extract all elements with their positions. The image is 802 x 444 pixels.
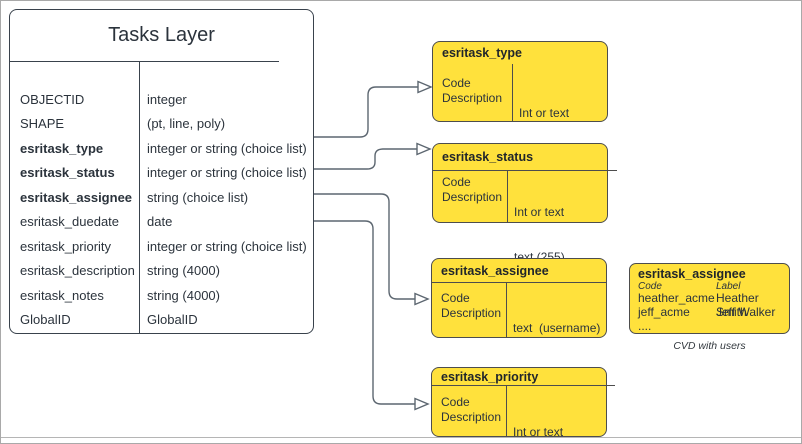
cvd-row: ....: [638, 319, 785, 333]
title-divider: [431, 282, 607, 283]
field-name: esritask_type: [20, 140, 104, 156]
domain-cell: Code: [442, 76, 471, 90]
domain-table-esritask-type[interactable]: esritask_type Code Description Int or te…: [432, 41, 608, 165]
arrowhead-icon: [417, 80, 433, 94]
title-divider: [10, 61, 279, 62]
field-name: esritask_duedate: [20, 214, 120, 230]
domain-cell: Description: [441, 306, 502, 320]
domain-cell: Description: [441, 410, 502, 424]
field-name: SHAPE: [20, 116, 65, 132]
field-row-esritask-priority: esritask_priority integer or string (choi…: [10, 234, 313, 259]
column-divider: [506, 282, 507, 338]
cvd-title: esritask_assignee: [638, 267, 746, 281]
domain-title: esritask_status: [442, 150, 534, 164]
cvd-header-label: Label: [716, 281, 741, 292]
cvd-row: jeff_acme Jeff Walker: [638, 305, 785, 319]
field-row-shape: SHAPE (pt, line, poly): [10, 112, 313, 137]
field-type: integer or string (choice list): [147, 238, 307, 254]
field-row-esritask-type: esritask_type integer or string (choice l…: [10, 136, 313, 161]
domain-title: esritask_assignee: [441, 263, 549, 278]
field-name: esritask_assignee: [20, 189, 133, 205]
field-type: string (4000): [147, 287, 220, 303]
field-name: esritask_description: [20, 263, 135, 279]
field-name: OBJECTID: [20, 91, 85, 107]
field-name: GlobalID: [20, 312, 71, 328]
domain-cell: Code: [442, 175, 471, 189]
cvd-label: [716, 319, 785, 333]
field-type: string (4000): [147, 263, 220, 279]
canvas-bottom-edge: [1, 437, 801, 438]
domain-cell: Int or text: [519, 106, 570, 120]
domain-cell: Code: [441, 395, 470, 409]
domain-table-esritask-assignee[interactable]: esritask_assignee Code Description text …: [431, 258, 607, 380]
cvd-code: jeff_acme: [638, 305, 690, 319]
connector-esritask-type[interactable]: [314, 80, 433, 138]
field-type: GlobalID: [147, 312, 198, 328]
tasks-layer-table[interactable]: Tasks Layer OBJECTID integer SHAPE (pt, li…: [9, 9, 314, 334]
field-row-esritask-duedate: esritask_duedate date: [10, 210, 313, 235]
cvd-row: heather_acme Heather Smith: [638, 291, 785, 319]
domain-table-esritask-status[interactable]: esritask_status Code Description Int or …: [432, 143, 617, 264]
arrowhead-icon: [414, 397, 430, 411]
field-type: (pt, line, poly): [147, 116, 226, 132]
table-title: Tasks Layer: [108, 24, 215, 46]
domain-cell: Description: [442, 190, 503, 204]
cvd-label: Heather Smith: [716, 291, 759, 319]
connector-esritask-status[interactable]: [314, 142, 432, 170]
title-divider: [432, 170, 617, 171]
arrowhead-icon: [414, 292, 430, 306]
field-row-globalid: GlobalID GlobalID: [10, 308, 313, 333]
field-type: date: [147, 214, 173, 230]
column-divider: [506, 385, 507, 437]
domain-title: esritask_type: [442, 46, 522, 60]
cvd-label: Jeff Walker: [716, 305, 776, 319]
column-divider: [507, 170, 508, 223]
field-type: integer: [147, 91, 187, 107]
field-type: integer or string (choice list): [147, 140, 307, 156]
domain-cell: Int or text: [514, 205, 565, 219]
field-name: esritask_priority: [20, 238, 112, 254]
domain-cell: Int or text: [513, 425, 564, 439]
cvd-table-esritask-assignee[interactable]: esritask_assignee Code Label heather_acm…: [629, 263, 790, 334]
cvd-header-code: Code: [638, 281, 662, 292]
field-type: integer or string (choice list): [147, 165, 307, 181]
field-name: esritask_notes: [20, 287, 104, 303]
connector-esritask-priority[interactable]: [314, 220, 430, 411]
cvd-caption: CVD with users: [673, 340, 746, 352]
domain-title: esritask_priority: [441, 369, 539, 384]
domain-cell: text (username): [513, 321, 601, 335]
domain-table-esritask-priority[interactable]: esritask_priority Code Description Int o…: [431, 367, 615, 439]
field-name: esritask_status: [20, 165, 115, 181]
cvd-header-row: Code Label: [638, 281, 785, 292]
field-type: string (choice list): [147, 189, 249, 205]
cvd-code: heather_acme: [638, 291, 715, 305]
domain-cell: Description: [442, 91, 503, 105]
field-row-objectid: OBJECTID integer: [10, 87, 313, 112]
arrowhead-icon: [416, 142, 432, 156]
cvd-code: ....: [638, 319, 652, 333]
field-row-esritask-description: esritask_description string (4000): [10, 259, 313, 284]
column-divider: [512, 64, 513, 122]
field-row-esritask-status: esritask_status integer or string (choice…: [10, 161, 313, 186]
connector-esritask-assignee[interactable]: [314, 193, 430, 306]
field-list: OBJECTID integer SHAPE (pt, line, poly) es…: [10, 87, 313, 332]
field-row-esritask-assignee: esritask_assignee string (choice list): [10, 185, 313, 210]
field-row-esritask-notes: esritask_notes string (4000): [10, 283, 313, 308]
title-divider: [431, 385, 615, 386]
domain-cell: Code: [441, 291, 470, 305]
domain-body: Code Description Int or text text (255): [432, 395, 606, 443]
column-divider: [139, 61, 140, 333]
